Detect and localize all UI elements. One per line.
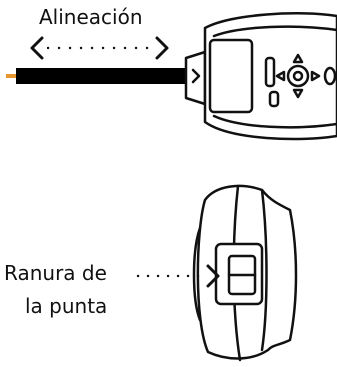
alignment-label: Alineación: [39, 5, 143, 29]
tip-slot-label-line2: la punta: [25, 294, 108, 318]
tip-slot-label-line1: Ranura de: [4, 261, 107, 285]
meter-top-view: [184, 12, 337, 141]
alignment-double-arrow-icon: [30, 36, 169, 60]
probe-cable: [16, 68, 188, 84]
meter-end-view: [192, 184, 298, 362]
slot-pointer-arrow-icon: [136, 264, 220, 288]
probe-tip: [6, 74, 16, 78]
